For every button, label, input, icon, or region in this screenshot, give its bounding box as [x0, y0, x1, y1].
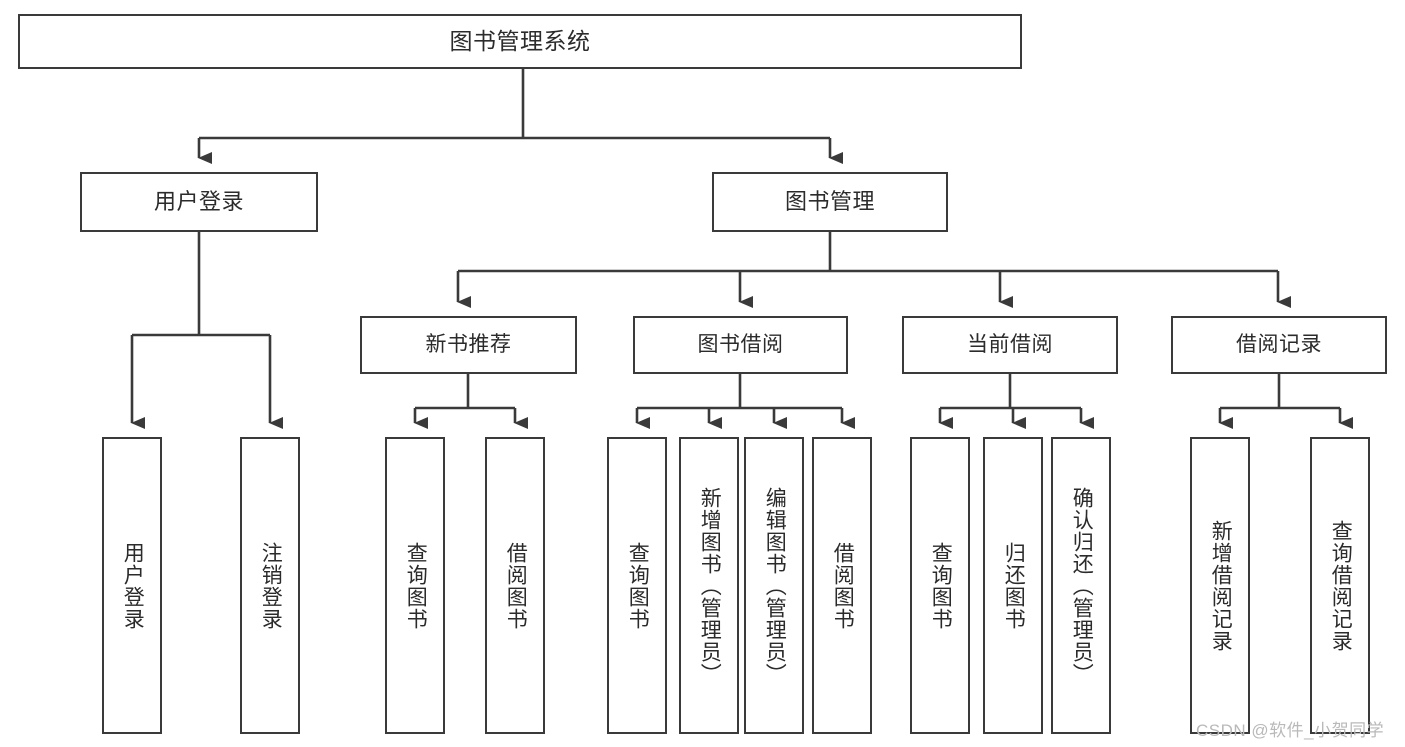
leaf-logout[interactable]: 注销登录	[240, 437, 300, 734]
node-label: 注销登录	[259, 541, 283, 630]
node-label: 借阅图书	[504, 541, 528, 630]
leaf-confirm-return-admin[interactable]: 确认归还（管理员）	[1051, 437, 1111, 734]
leaf-borrow-book-bb[interactable]: 借阅图书	[812, 437, 872, 734]
node-label: 归还图书	[1002, 541, 1026, 630]
node-label: 借阅图书	[831, 541, 855, 630]
node-book-borrow[interactable]: 图书借阅	[633, 316, 848, 374]
node-root-system[interactable]: 图书管理系统	[18, 14, 1022, 69]
node-label: 当前借阅	[967, 332, 1053, 356]
leaf-query-borrow-record[interactable]: 查询借阅记录	[1310, 437, 1370, 734]
node-label: 图书借阅	[697, 332, 784, 356]
node-label: 查询图书	[626, 541, 650, 630]
leaf-user-login[interactable]: 用户登录	[102, 437, 162, 734]
node-label: 新增图书（管理员）	[698, 486, 722, 685]
node-label: 图书管理	[784, 189, 875, 215]
node-book-management[interactable]: 图书管理	[712, 172, 948, 232]
node-label: 用户登录	[121, 541, 145, 630]
node-label: 新增借阅记录	[1209, 519, 1233, 652]
node-borrow-record[interactable]: 借阅记录	[1171, 316, 1387, 374]
node-user-login[interactable]: 用户登录	[80, 172, 318, 232]
node-label: 编辑图书（管理员）	[763, 486, 787, 685]
node-label: 查询图书	[404, 541, 428, 630]
node-label: 借阅记录	[1236, 332, 1322, 356]
node-label: 确认归还（管理员）	[1070, 486, 1094, 685]
node-label: 新书推荐	[425, 332, 512, 356]
node-current-borrow[interactable]: 当前借阅	[902, 316, 1118, 374]
leaf-edit-book-admin[interactable]: 编辑图书（管理员）	[744, 437, 804, 734]
csdn-watermark: CSDN @软件_小贺同学	[1196, 721, 1385, 740]
leaf-borrow-book-nbr[interactable]: 借阅图书	[485, 437, 545, 734]
leaf-query-book-nbr[interactable]: 查询图书	[385, 437, 445, 734]
node-label: 查询图书	[929, 541, 953, 630]
leaf-query-book-bb[interactable]: 查询图书	[607, 437, 667, 734]
node-new-book-recommend[interactable]: 新书推荐	[360, 316, 577, 374]
leaf-return-book[interactable]: 归还图书	[983, 437, 1043, 734]
leaf-add-borrow-record[interactable]: 新增借阅记录	[1190, 437, 1250, 734]
leaf-query-book-cb[interactable]: 查询图书	[910, 437, 970, 734]
node-label: 查询借阅记录	[1329, 519, 1353, 652]
leaf-add-book-admin[interactable]: 新增图书（管理员）	[679, 437, 739, 734]
node-label: 用户登录	[153, 189, 244, 215]
node-label: 图书管理系统	[449, 28, 591, 55]
